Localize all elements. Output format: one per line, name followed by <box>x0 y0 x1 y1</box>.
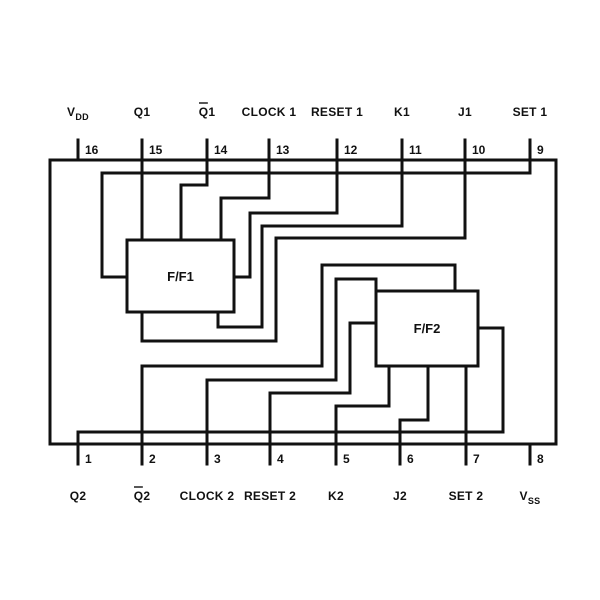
pin-15-number: 15 <box>149 143 163 157</box>
pin-10-number: 10 <box>472 143 486 157</box>
pin-names: VDD Q1 Q1 CLOCK 1 RESET 1 K1 J1 SET 1 Q2 Q2 CLOCK … <box>67 102 548 506</box>
wire-q2 <box>76 326 505 456</box>
pin-3-number: 3 <box>214 452 221 466</box>
pin-13-name: CLOCK 1 <box>242 105 297 119</box>
pin-8-name: VSS <box>520 489 541 506</box>
pin-13-number: 13 <box>276 143 290 157</box>
pin-4-number: 4 <box>277 452 284 466</box>
pin-6-name: J2 <box>393 489 407 503</box>
internal-wiring <box>76 148 532 456</box>
wire-k2 <box>334 364 391 456</box>
pin-7-number: 7 <box>473 452 480 466</box>
pin-12-number: 12 <box>344 143 358 157</box>
flip-flop-2-block <box>374 289 480 368</box>
ic-package-outline <box>48 158 558 446</box>
wire-k1 <box>216 148 404 329</box>
pin-5-number: 5 <box>343 452 350 466</box>
pin-4-name: RESET 2 <box>244 489 296 503</box>
pin-16-number: 16 <box>85 143 99 157</box>
pin-1-number: 1 <box>85 452 92 466</box>
wire-reset1 <box>232 148 339 279</box>
pin-9-number: 9 <box>537 143 544 157</box>
pin-2-number: 2 <box>149 452 156 466</box>
pin-2-name: Q2 <box>134 489 151 503</box>
wire-j2 <box>398 364 430 456</box>
pin-6-number: 6 <box>407 452 414 466</box>
pin-11-name: K1 <box>394 105 410 119</box>
flip-flop-1-block <box>125 238 236 314</box>
wire-j1 <box>140 148 467 343</box>
pin-14-number: 14 <box>214 143 228 157</box>
wire-set1 <box>100 148 532 279</box>
pin-14-name: Q1 <box>199 105 216 119</box>
pin-11-number: 11 <box>409 143 422 157</box>
wire-q2-bar <box>140 263 457 456</box>
flip-flop-2-label: F/F2 <box>414 321 441 336</box>
flip-flop-1-label: F/F1 <box>167 269 194 284</box>
wire-reset2 <box>268 321 378 456</box>
wire-clock2 <box>205 277 378 456</box>
pin-10-name: J1 <box>458 105 472 119</box>
pin-12-name: RESET 1 <box>311 105 363 119</box>
pin-1-name: Q2 <box>70 489 87 503</box>
pin-16-name: VDD <box>67 105 89 122</box>
pin-8-number: 8 <box>537 452 544 466</box>
pin-stubs <box>76 138 532 466</box>
pin-5-name: K2 <box>328 489 344 503</box>
wire-q1-bar <box>179 148 209 242</box>
pin-9-name: SET 1 <box>513 105 548 119</box>
pin-3-name: CLOCK 2 <box>180 489 235 503</box>
wire-clock1 <box>219 148 271 242</box>
pin-15-name: Q1 <box>134 105 151 119</box>
pin-7-name: SET 2 <box>449 489 484 503</box>
